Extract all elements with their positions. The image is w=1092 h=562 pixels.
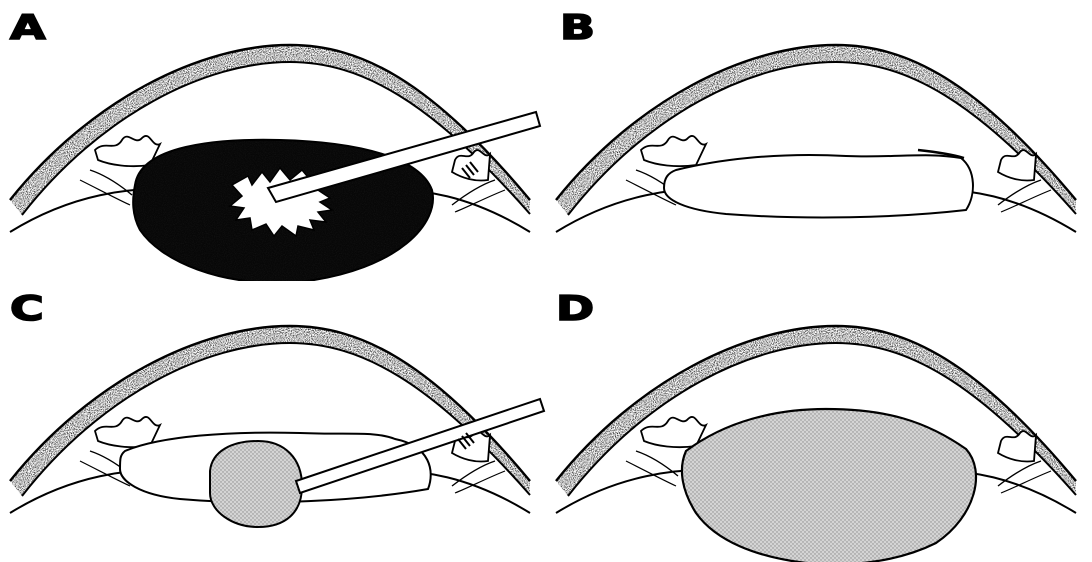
panel-b: B xyxy=(546,0,1092,281)
panel-a: A xyxy=(0,0,546,281)
eye-diagram-a xyxy=(0,0,546,281)
panel-label-d: D xyxy=(556,289,595,329)
eye-diagram-c xyxy=(0,281,546,562)
lens-refill-sphere xyxy=(210,441,302,527)
capsular-bag xyxy=(664,155,973,218)
panel-label-b: B xyxy=(560,8,596,48)
panel-label-a: A xyxy=(10,8,47,48)
eye-diagram-b xyxy=(546,0,1092,281)
refilled-lens xyxy=(682,409,976,562)
panel-c: C xyxy=(0,281,546,562)
panel-d: D xyxy=(546,281,1092,562)
eye-diagram-d xyxy=(546,281,1092,562)
panel-label-c: C xyxy=(10,289,45,329)
